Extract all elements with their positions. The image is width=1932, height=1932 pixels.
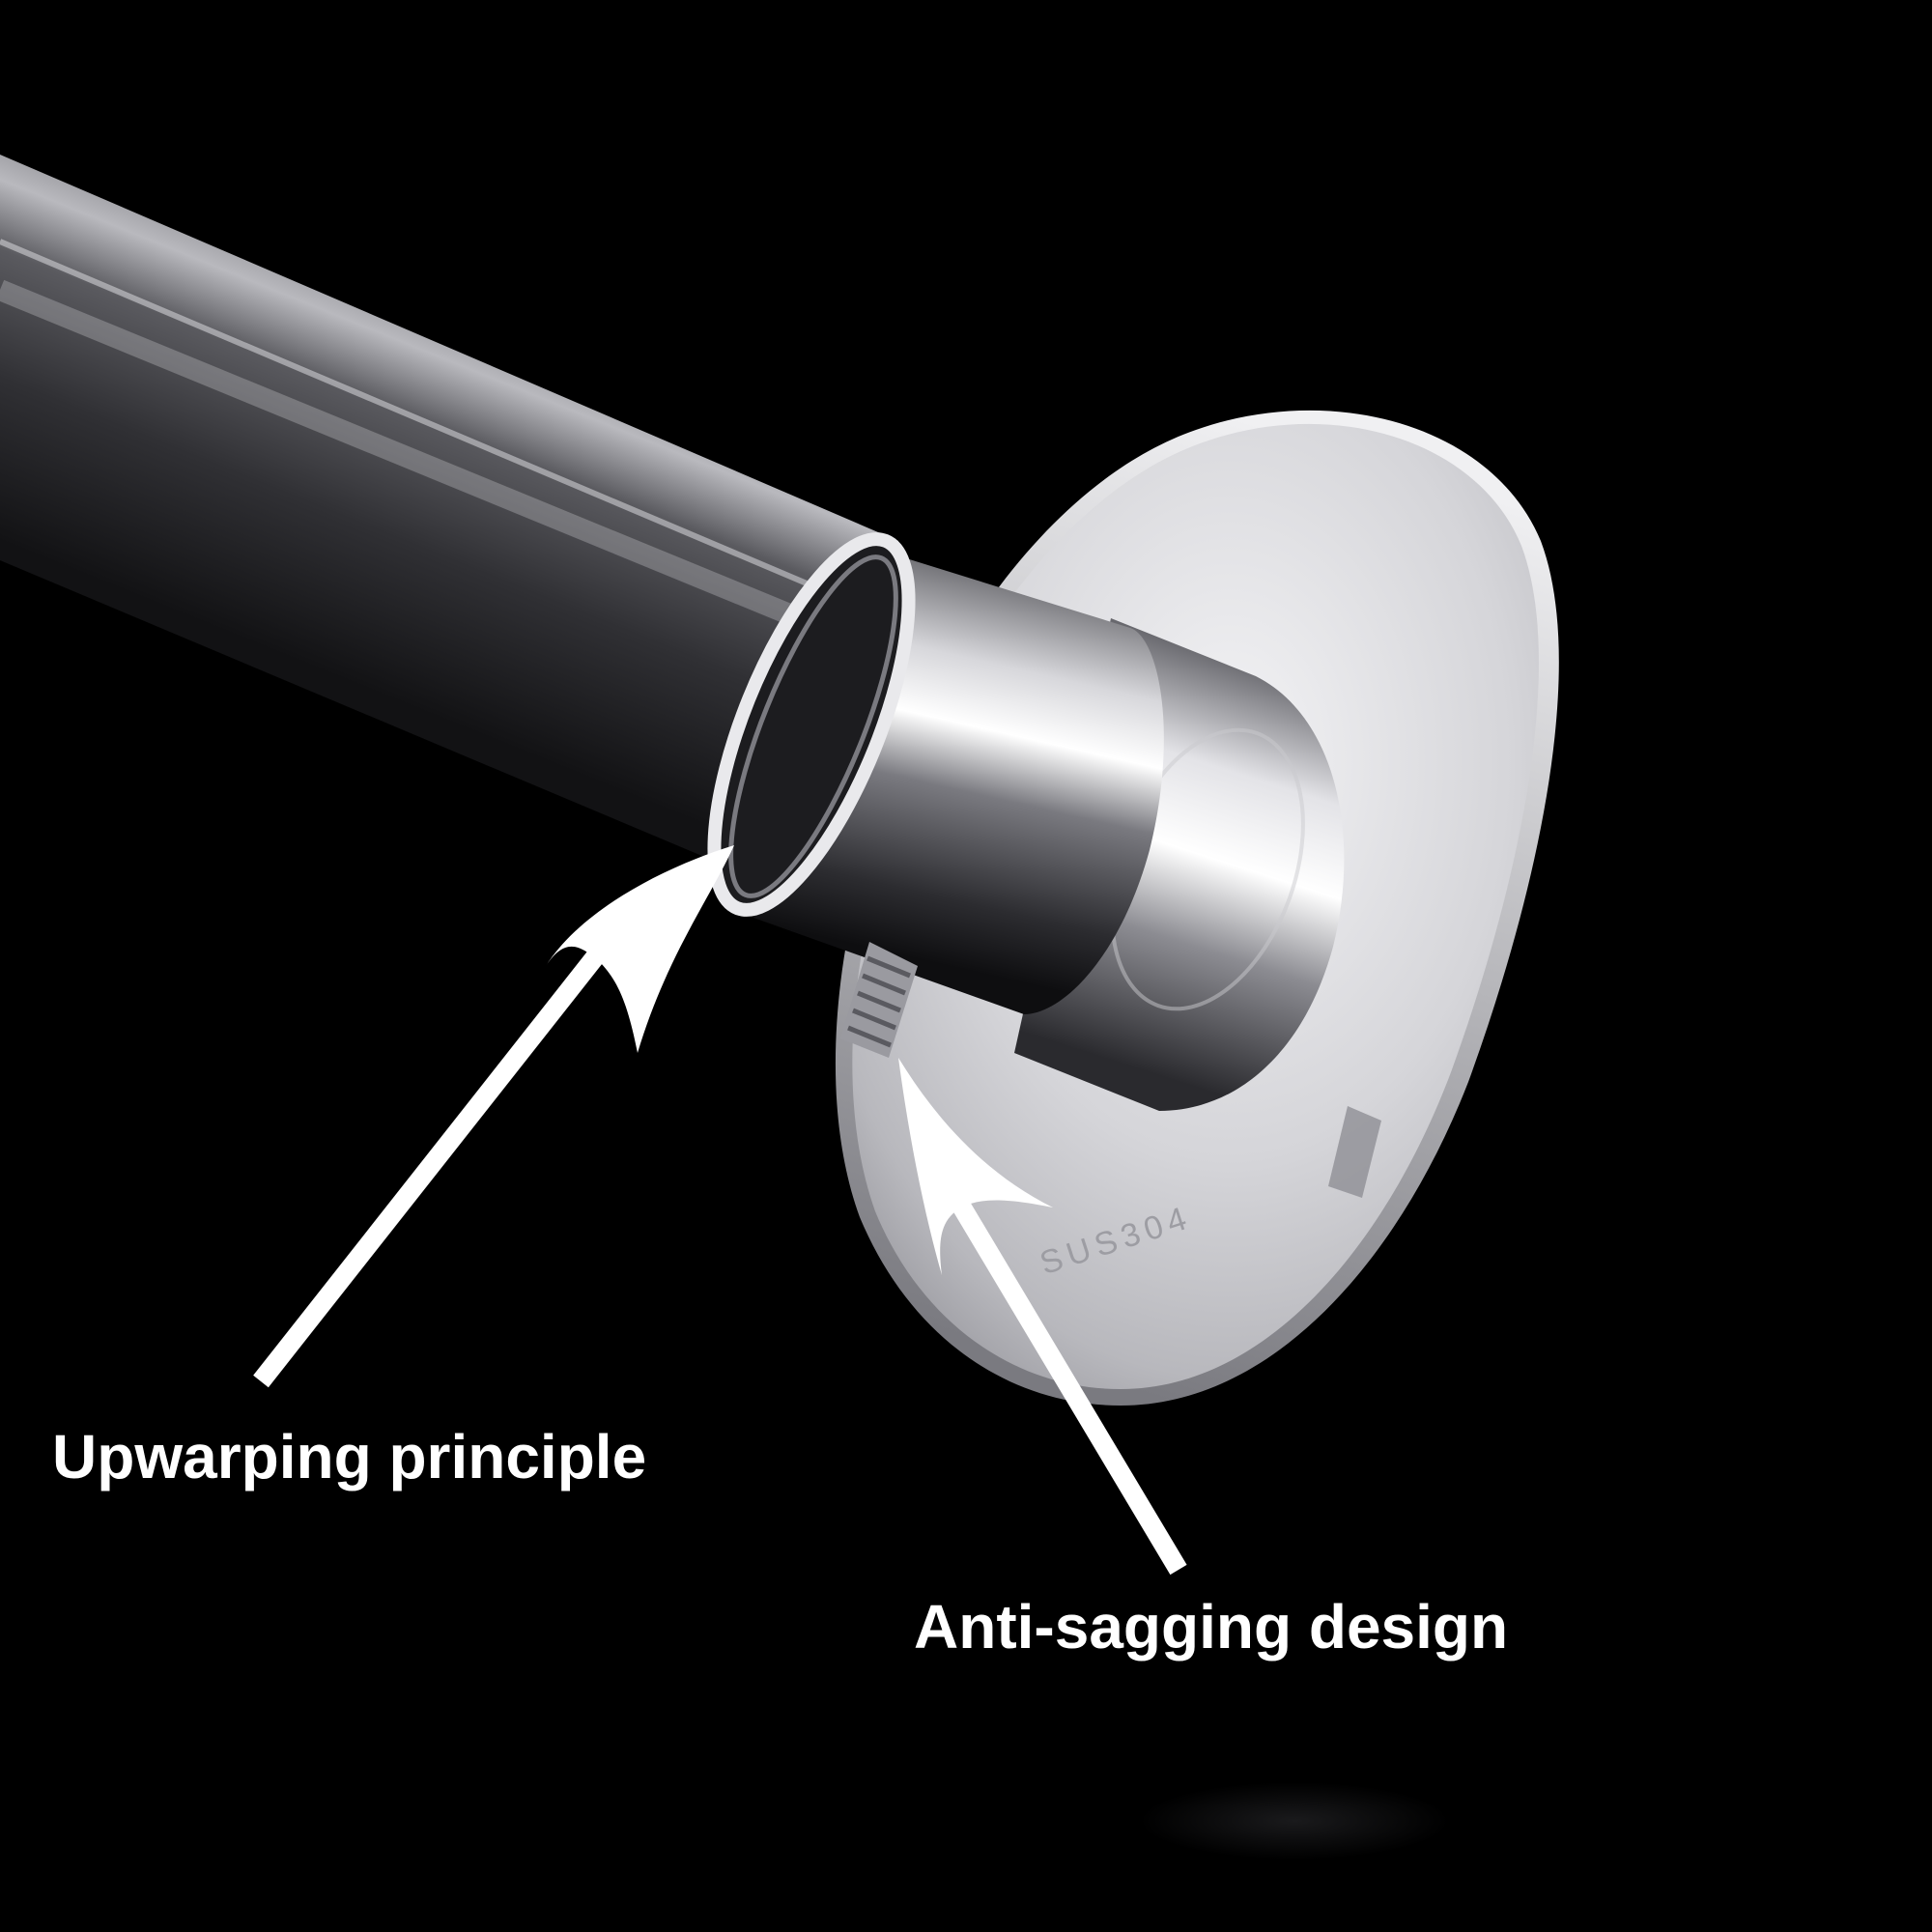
rod-tube: [0, 155, 898, 869]
arrow-up-right-icon: [253, 845, 734, 1388]
floor-shadow: [1140, 1782, 1449, 1860]
spring-screw: [840, 942, 1381, 1198]
sleeve-ring: [707, 532, 916, 917]
arrow-up-left-icon: [898, 1058, 1187, 1576]
upwarping-principle-label: Upwarping principle: [52, 1422, 647, 1492]
anti-sagging-design-label: Anti-sagging design: [914, 1592, 1509, 1662]
rod-sleeve: [707, 532, 1164, 1014]
